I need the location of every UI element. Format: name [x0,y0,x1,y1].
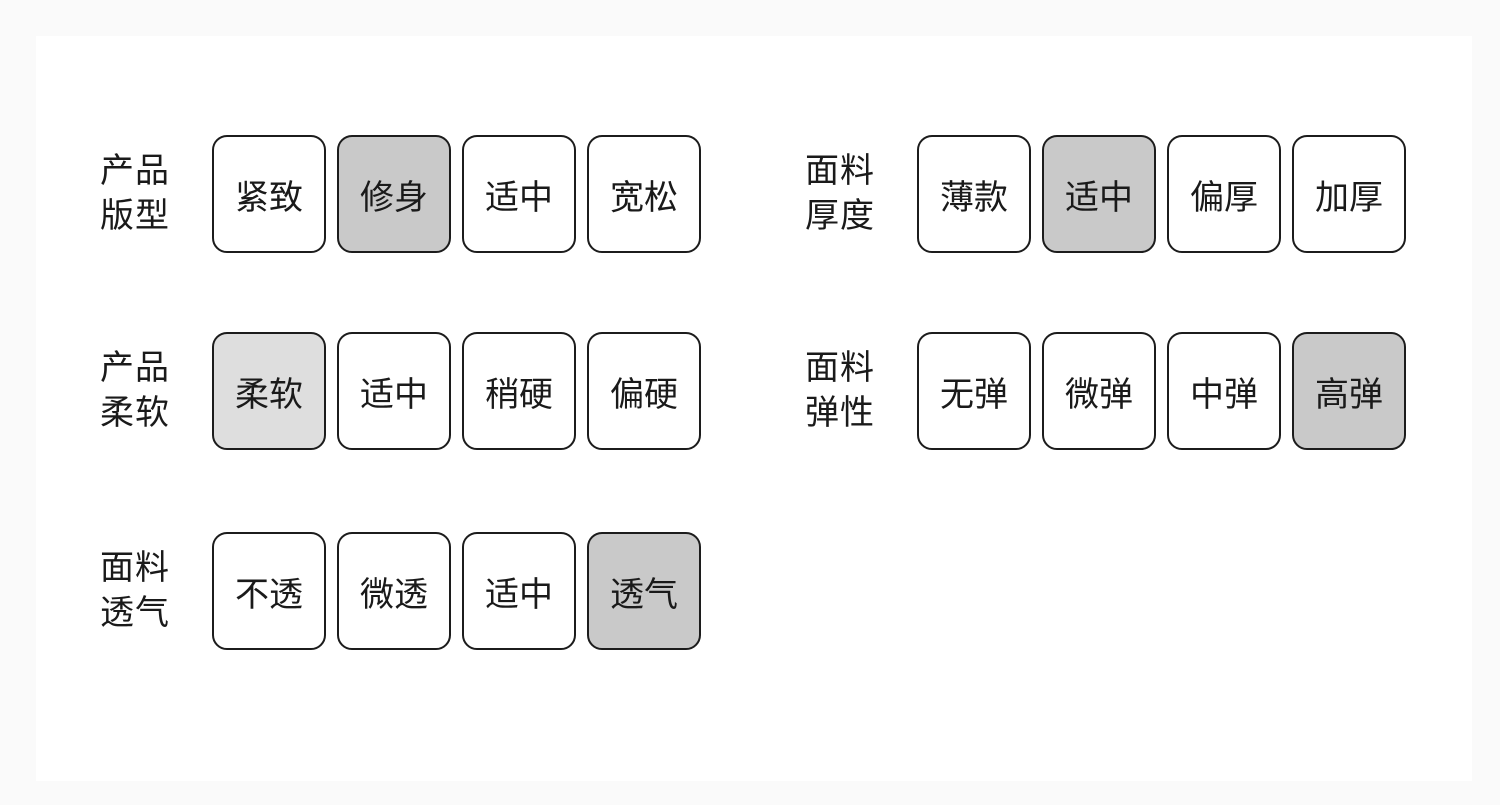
option-product-softness-4[interactable]: 偏硬 [587,332,701,450]
option-fabric-thickness-2[interactable]: 适中 [1042,135,1156,253]
option-product-fit-4[interactable]: 宽松 [587,135,701,253]
options-row-fabric-elasticity: 无弹微弹中弹高弹 [917,332,1406,450]
group-label-line: 透气 [100,594,170,632]
group-label-line: 面料 [805,349,875,387]
options-row-product-fit: 紧致修身适中宽松 [212,135,701,253]
option-product-softness-2[interactable]: 适中 [337,332,451,450]
group-label-line: 面料 [100,549,170,587]
attributes-card: 产品版型紧致修身适中宽松面料厚度薄款适中偏厚加厚产品柔软柔软适中稍硬偏硬面料弹性… [36,36,1472,781]
option-fabric-breathability-3[interactable]: 适中 [462,532,576,650]
group-label-fabric-elasticity: 面料弹性 [805,346,917,436]
option-fabric-breathability-2[interactable]: 微透 [337,532,451,650]
option-product-fit-2[interactable]: 修身 [337,135,451,253]
group-label-line: 产品 [100,152,170,190]
option-fabric-thickness-3[interactable]: 偏厚 [1167,135,1281,253]
group-label-line: 柔软 [100,394,170,432]
group-label-fabric-breathability: 面料透气 [100,546,212,636]
options-row-fabric-thickness: 薄款适中偏厚加厚 [917,135,1406,253]
option-fabric-breathability-1[interactable]: 不透 [212,532,326,650]
group-label-line: 产品 [100,349,170,387]
option-product-softness-3[interactable]: 稍硬 [462,332,576,450]
attribute-group-fabric-breathability: 面料透气不透微透适中透气 [100,532,701,650]
group-label-line: 版型 [100,197,170,235]
option-product-fit-3[interactable]: 适中 [462,135,576,253]
group-label-fabric-thickness: 面料厚度 [805,149,917,239]
option-fabric-elasticity-4[interactable]: 高弹 [1292,332,1406,450]
attribute-group-fabric-elasticity: 面料弹性无弹微弹中弹高弹 [805,332,1406,450]
option-fabric-thickness-4[interactable]: 加厚 [1292,135,1406,253]
option-fabric-elasticity-2[interactable]: 微弹 [1042,332,1156,450]
option-product-fit-1[interactable]: 紧致 [212,135,326,253]
attribute-group-fabric-thickness: 面料厚度薄款适中偏厚加厚 [805,135,1406,253]
group-label-line: 弹性 [805,394,875,432]
group-label-product-softness: 产品柔软 [100,346,212,436]
option-fabric-elasticity-1[interactable]: 无弹 [917,332,1031,450]
attribute-group-product-softness: 产品柔软柔软适中稍硬偏硬 [100,332,701,450]
group-label-line: 厚度 [805,197,875,235]
attribute-group-product-fit: 产品版型紧致修身适中宽松 [100,135,701,253]
group-label-line: 面料 [805,152,875,190]
option-fabric-elasticity-3[interactable]: 中弹 [1167,332,1281,450]
group-label-product-fit: 产品版型 [100,149,212,239]
options-row-product-softness: 柔软适中稍硬偏硬 [212,332,701,450]
option-fabric-thickness-1[interactable]: 薄款 [917,135,1031,253]
option-product-softness-1[interactable]: 柔软 [212,332,326,450]
options-row-fabric-breathability: 不透微透适中透气 [212,532,701,650]
option-fabric-breathability-4[interactable]: 透气 [587,532,701,650]
